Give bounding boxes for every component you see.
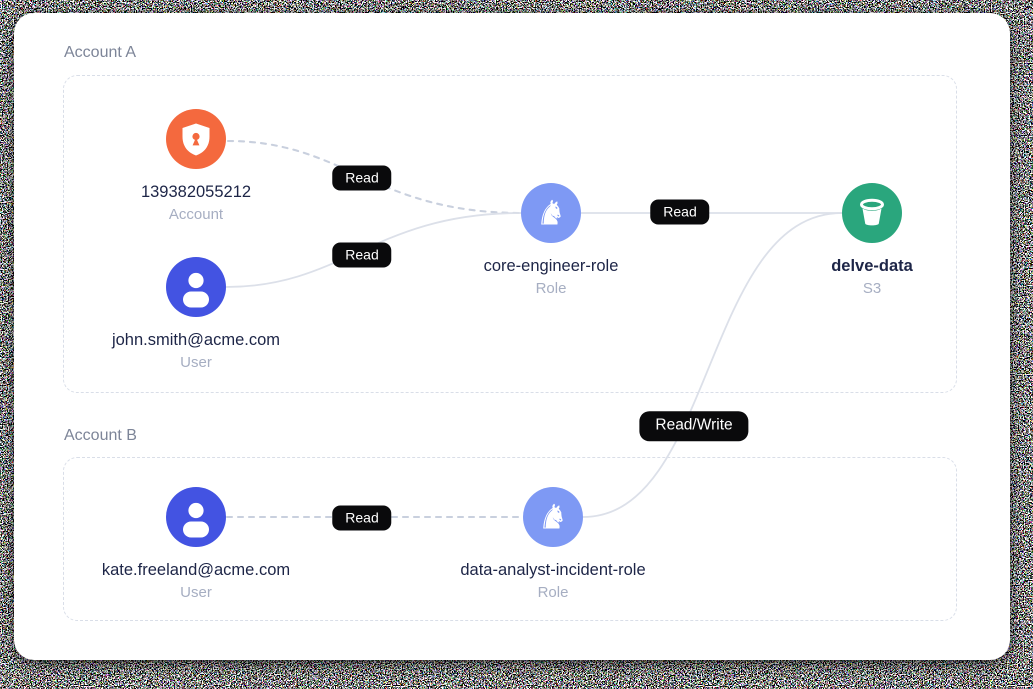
bucket-icon — [842, 183, 902, 243]
section-box-account-b — [63, 457, 957, 621]
node-type-label: Role — [535, 280, 567, 297]
node-label: data-analyst-incident-role — [460, 561, 646, 579]
permission-badge-core-role-read[interactable]: Read — [650, 199, 710, 225]
edge-analyst-role-to-delve-data — [582, 212, 843, 518]
user-icon — [166, 257, 226, 317]
node-type-label: User — [180, 354, 212, 371]
graph-card: Account A Account B 139382055212 Account — [14, 13, 1010, 660]
node-type-label: S3 — [862, 280, 882, 297]
node-label: delve-data — [831, 257, 913, 275]
chess-knight-icon: ♞ — [521, 183, 581, 243]
node-user-kate-freeland[interactable]: kate.freeland@acme.com User — [66, 487, 326, 603]
user-icon — [166, 487, 226, 547]
permission-badge-kate-read[interactable]: Read — [332, 505, 392, 531]
node-account-139382055212[interactable]: 139382055212 Account — [66, 109, 326, 225]
section-title-account-a: Account A — [64, 44, 137, 61]
node-label: 139382055212 — [140, 183, 252, 201]
permission-badge-account-read[interactable]: Read — [332, 165, 392, 191]
shield-keyhole-icon — [166, 109, 226, 169]
node-label: john.smith@acme.com — [111, 331, 281, 349]
section-box-account-a — [63, 75, 957, 393]
section-title-account-b: Account B — [64, 427, 137, 444]
node-role-data-analyst-incident[interactable]: ♞ data-analyst-incident-role Role — [423, 487, 683, 603]
permission-badge-john-read[interactable]: Read — [332, 242, 392, 268]
node-type-label: Account — [168, 206, 224, 223]
node-role-core-engineer[interactable]: ♞ core-engineer-role Role — [421, 183, 681, 299]
edge-account-to-core-role — [226, 139, 523, 215]
svg-text:♞: ♞ — [536, 194, 566, 234]
node-label: core-engineer-role — [483, 257, 619, 275]
node-user-john-smith[interactable]: john.smith@acme.com User — [66, 257, 326, 373]
permission-badge-analyst-read-write[interactable]: Read/Write — [639, 411, 749, 441]
node-s3-delve-data[interactable]: delve-data S3 — [742, 183, 1002, 299]
chess-knight-icon: ♞ — [523, 487, 583, 547]
svg-text:♞: ♞ — [538, 498, 568, 538]
node-type-label: Role — [537, 584, 569, 601]
node-label: kate.freeland@acme.com — [101, 561, 291, 579]
node-type-label: User — [180, 584, 212, 601]
